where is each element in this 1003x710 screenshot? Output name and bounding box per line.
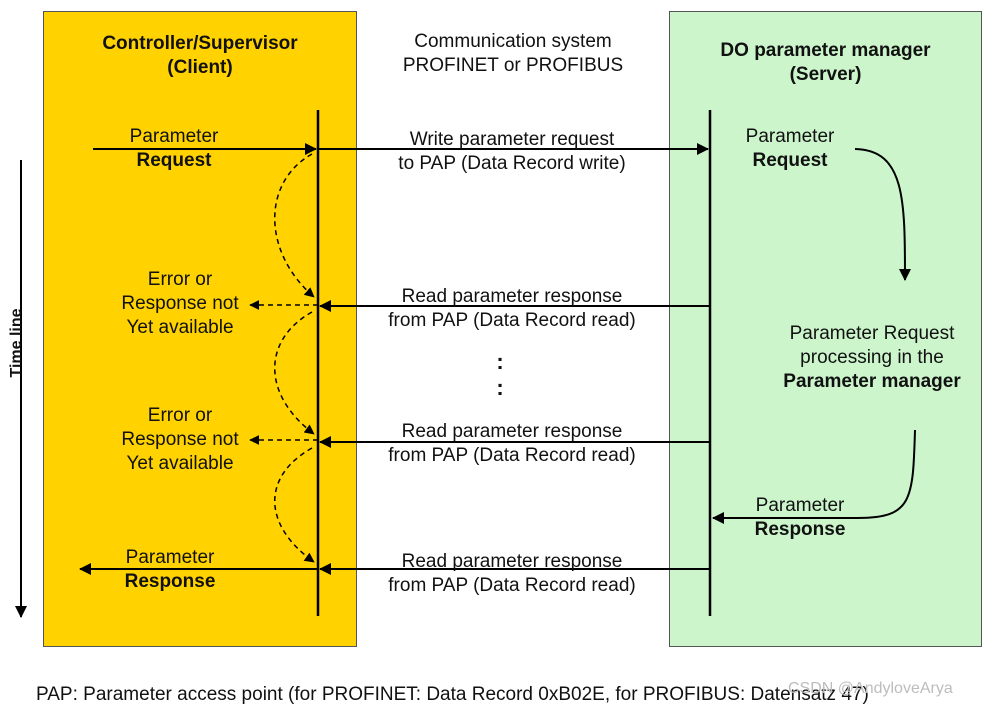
error-label-1-line1: Error or: [147, 269, 213, 290]
client-request-label: Parameter Request: [104, 125, 244, 173]
polling-curve-1: [274, 153, 315, 298]
client-title-line1: Controller/Supervisor: [102, 33, 298, 54]
watermark: CSDN @AndyloveArya: [788, 680, 953, 697]
ellipsis-top: :: [496, 349, 504, 374]
server-title-line2: (Server): [789, 64, 862, 85]
client-response-label: Parameter Response: [100, 546, 240, 594]
client-error-label-2: Error or Response not Yet available: [100, 404, 260, 476]
read-response-label-3: Read parameter response from PAP (Data R…: [352, 550, 672, 598]
communication-title-line2: PROFINET or PROFIBUS: [402, 55, 624, 76]
server-processing-curve-out: [712, 429, 916, 524]
client-panel: [43, 11, 357, 647]
server-title-line1: DO parameter manager: [720, 40, 931, 61]
server-processing-line2: processing in the: [800, 347, 944, 368]
server-processing-label: Parameter Request processing in the Para…: [762, 322, 982, 394]
client-response-label-plain: Parameter: [125, 547, 215, 568]
error-label-2-line3: Yet available: [126, 453, 234, 474]
write-request-line1: Write parameter request: [409, 129, 615, 150]
read-response-2-line1: Read parameter response: [401, 421, 623, 442]
communication-title: Communication system PROFINET or PROFIBU…: [360, 30, 666, 78]
read-response-2-line2: from PAP (Data Record read): [388, 445, 636, 466]
server-request-label-plain: Parameter: [745, 126, 835, 147]
timeline-label: Time line: [8, 308, 25, 378]
server-processing-line3: Parameter manager: [783, 371, 961, 392]
write-request-label: Write parameter request to PAP (Data Rec…: [358, 128, 666, 176]
read-response-1-line2: from PAP (Data Record read): [388, 310, 636, 331]
client-request-label-plain: Parameter: [129, 126, 219, 147]
server-title: DO parameter manager (Server): [669, 39, 982, 87]
server-processing-line1: Parameter Request: [789, 323, 955, 344]
write-request-line2: to PAP (Data Record write): [398, 153, 626, 174]
server-response-label: Parameter Response: [730, 494, 870, 542]
ellipsis-bottom: :: [496, 375, 504, 400]
server-request-label-bold: Request: [752, 150, 828, 171]
server-response-label-plain: Parameter: [755, 495, 845, 516]
read-response-1-line1: Read parameter response: [401, 286, 623, 307]
server-request-label: Parameter Request: [720, 125, 860, 173]
read-response-3-line2: from PAP (Data Record read): [388, 575, 636, 596]
read-response-3-line1: Read parameter response: [401, 551, 623, 572]
server-response-label-bold: Response: [754, 519, 846, 540]
communication-title-line1: Communication system: [414, 31, 612, 52]
server-processing-curve-in: [854, 148, 911, 281]
footnote: PAP: Parameter access point (for PROFINE…: [36, 684, 869, 705]
read-response-label-2: Read parameter response from PAP (Data R…: [352, 420, 672, 468]
error-label-2-line2: Response not: [121, 429, 239, 450]
error-label-1-line2: Response not: [121, 293, 239, 314]
error-label-1-line3: Yet available: [126, 317, 234, 338]
client-request-label-bold: Request: [136, 150, 212, 171]
client-title-line2: (Client): [167, 57, 233, 78]
server-panel: [669, 11, 982, 647]
polling-curve-3: [274, 447, 315, 563]
polling-curve-2: [274, 311, 315, 435]
client-response-label-bold: Response: [124, 571, 216, 592]
read-response-label-1: Read parameter response from PAP (Data R…: [352, 285, 672, 333]
client-title: Controller/Supervisor (Client): [43, 32, 357, 80]
error-label-2-line1: Error or: [147, 405, 213, 426]
client-error-label-1: Error or Response not Yet available: [100, 268, 260, 340]
